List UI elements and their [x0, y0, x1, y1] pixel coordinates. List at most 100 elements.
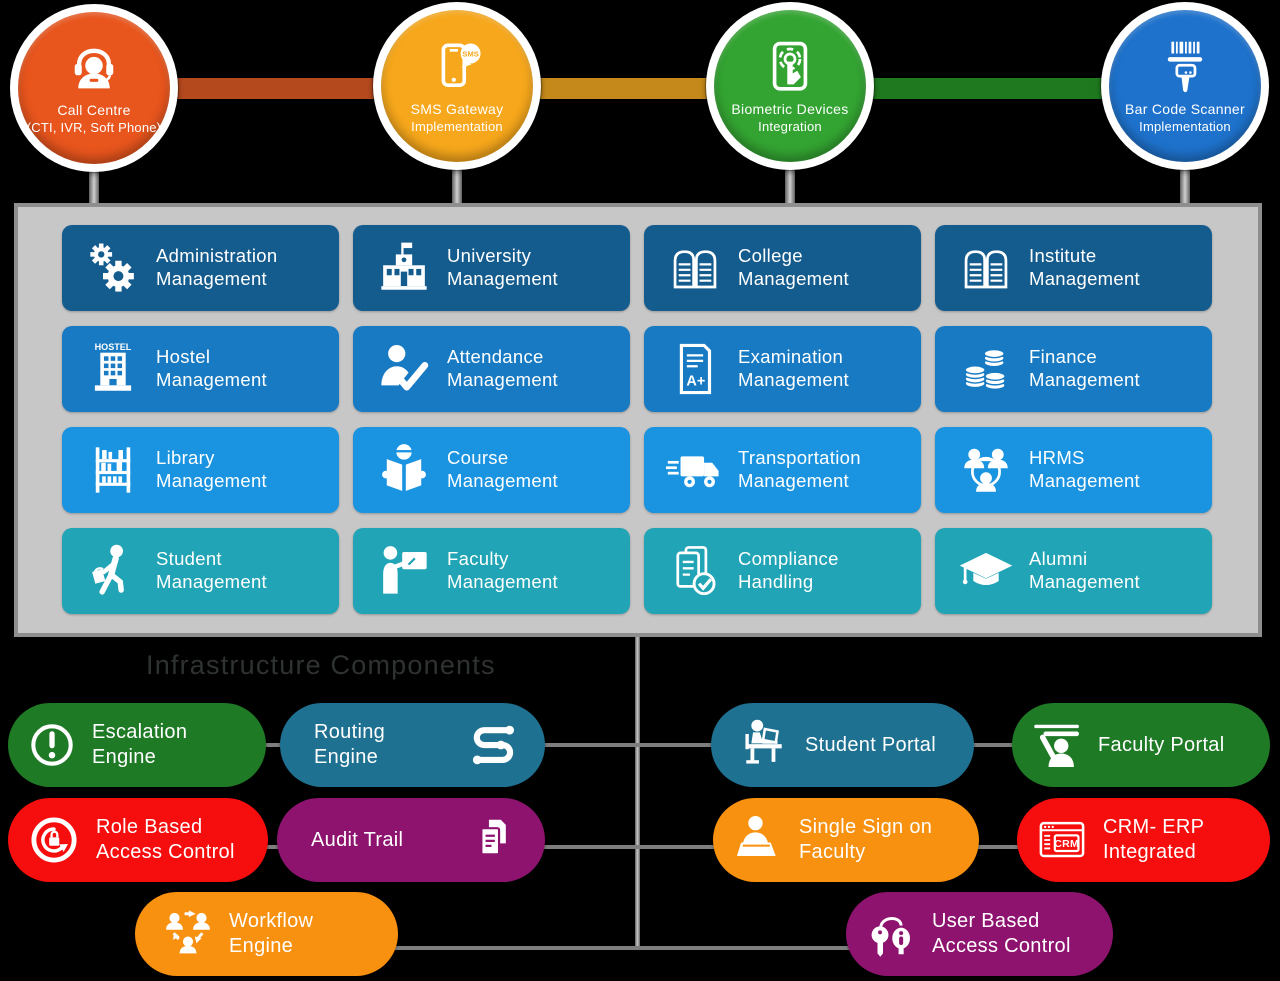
top-node-sms-gateway: SMS SMS Gateway Implementation [373, 2, 541, 170]
hostel-building-icon: HOSTEL [95, 342, 132, 391]
node-sublabel: Implementation [411, 118, 503, 134]
pill-label: Routing [314, 721, 386, 743]
node-sublabel: (CTI, IVR, Soft Phone) [26, 119, 162, 135]
tile-label: Library [156, 447, 215, 469]
pill-student-portal: Student Portal [711, 703, 974, 787]
person-laptop-icon [736, 815, 776, 857]
pill-label: Role Based [96, 816, 203, 838]
node-label: Bar Code Scanner [1125, 101, 1245, 118]
row1-connector-line [140, 743, 1140, 747]
student-desk-icon [745, 719, 782, 764]
pill-label: Workflow [229, 910, 314, 932]
row2-connector-line [135, 845, 1135, 849]
exclamation-circle-icon [31, 724, 73, 766]
connector-bar-2 [505, 78, 740, 99]
coins-icon [964, 348, 1006, 391]
top-node-biometric-devices: Biometric Devices Integration [706, 2, 874, 170]
node-stem [452, 160, 462, 208]
node-sublabel: Integration [758, 118, 822, 134]
top-node-barcode-scanner: Bar Code Scanner Implementation [1101, 2, 1269, 170]
node-stem [785, 160, 795, 208]
tile-label: Examination [738, 346, 844, 368]
pill-faculty-portal: Faculty Portal [1012, 703, 1270, 787]
gate-icon [673, 250, 717, 289]
tile-label: Transportation [738, 447, 861, 469]
tile-label: College [738, 245, 803, 267]
clipboard-check-icon [676, 546, 716, 596]
bookshelf-icon [95, 447, 131, 493]
pill-label: Faculty Portal [1098, 733, 1225, 756]
row3-connector-line [266, 946, 978, 950]
gears-icon [90, 243, 134, 292]
center-connector-line [635, 637, 640, 950]
people-cycle-icon [166, 910, 210, 954]
tile-label: Course [447, 447, 509, 469]
pill-label: CRM- ERP [1103, 816, 1205, 838]
crm-window-icon: CRM [1039, 821, 1085, 858]
node-stem [89, 160, 99, 208]
pill-audit-trail: Audit Trail [277, 798, 545, 882]
headset-icon [64, 42, 124, 98]
people-network-icon [964, 448, 1008, 492]
svg-text:HOSTEL: HOSTEL [95, 342, 132, 352]
tile-label: Alumni [1029, 548, 1088, 570]
truck-icon [666, 456, 719, 488]
node-label: Biometric Devices [731, 101, 849, 118]
connector-bar-3 [850, 78, 1125, 99]
barcode-scanner-icon [1155, 39, 1215, 97]
reader-book-icon [382, 444, 426, 491]
walking-student-icon [92, 544, 124, 595]
graduation-cap-icon [959, 552, 1013, 586]
tile-label: Compliance [738, 548, 839, 570]
tile-label: Hostel [156, 346, 211, 368]
node-sublabel: Implementation [1139, 118, 1231, 134]
faculty-board-icon [1034, 724, 1079, 767]
rbac-lock-icon [31, 817, 77, 863]
node-stem [1180, 160, 1190, 208]
svg-text:SMS: SMS [462, 50, 479, 59]
keys-icon [871, 917, 910, 957]
tile-label: Attendance [447, 346, 544, 368]
pill-label: User Based [932, 910, 1040, 932]
tile-label: University [447, 245, 532, 267]
svg-text:CRM: CRM [1054, 838, 1079, 850]
tile-label: Student [156, 548, 222, 570]
tile-label: Administration [156, 245, 278, 267]
person-check-icon [381, 344, 429, 391]
documents-icon [480, 819, 506, 856]
route-icon [472, 725, 514, 765]
top-node-call-centre: Call Centre (CTI, IVR, Soft Phone) [10, 4, 178, 172]
pill-label: Audit Trail [311, 828, 404, 851]
university-building-icon [381, 242, 427, 290]
node-label: Call Centre [57, 102, 131, 119]
tile-label: Faculty [447, 548, 509, 570]
gate-icon [964, 250, 1008, 289]
exam-paper-icon: A+ [679, 343, 712, 395]
infrastructure-heading: Infrastructure Components [146, 650, 496, 680]
tile-label: Institute [1029, 245, 1097, 267]
pill-label: Single Sign on [799, 816, 933, 838]
tile-label: HRMS [1029, 447, 1085, 469]
